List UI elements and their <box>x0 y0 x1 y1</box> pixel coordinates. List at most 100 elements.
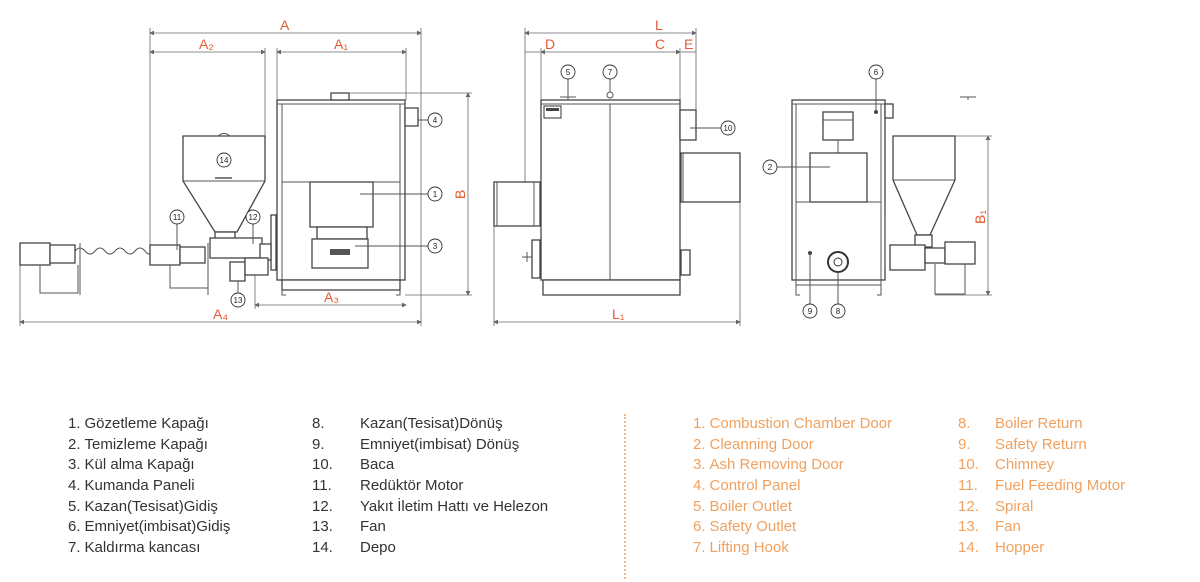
legend-item-label: Fan <box>995 518 1021 536</box>
reducer-motor <box>149 244 181 266</box>
callout-11: 11 <box>169 209 185 225</box>
right-pipe <box>680 152 741 203</box>
control-box <box>822 111 854 141</box>
legend-item-label: Kazan(Tesisat)Dönüş <box>360 415 503 432</box>
legend-item-number: 9. <box>312 435 325 453</box>
callout-8: 8 <box>830 303 846 319</box>
legend-item-number: 13. <box>958 518 979 536</box>
dimension-a4: A₄ <box>213 306 228 322</box>
callout-12: 12 <box>245 209 261 225</box>
legend-item-label: Kaldırma kancası <box>84 539 201 557</box>
callout-9: 9 <box>802 303 818 319</box>
legend-item-number: 13. <box>312 518 333 536</box>
legend-item-number: 3. <box>693 456 706 474</box>
legend-separator <box>624 414 626 579</box>
spiral-motor <box>19 242 51 266</box>
legend-item: 7.Kaldırma kancası <box>68 538 230 559</box>
svg-text:12: 12 <box>249 213 258 222</box>
cleaning-door <box>809 152 868 203</box>
legend-item-label: Control Panel <box>709 477 801 495</box>
svg-text:14: 14 <box>220 156 229 165</box>
legend-item: 3.Ash Removing Door <box>693 455 892 476</box>
legend-item-number: 14. <box>312 539 333 557</box>
dimension-a2: A₂ <box>199 36 214 52</box>
dimension-e: E <box>684 36 693 52</box>
callout-1: 1 <box>427 186 443 202</box>
legend-item-label: Ash Removing Door <box>709 456 844 474</box>
legend-item: 2.Temizleme Kapağı <box>68 435 230 456</box>
svg-text:13: 13 <box>234 296 243 305</box>
fan <box>229 261 246 282</box>
svg-text:1: 1 <box>433 190 438 199</box>
legend-item-number: 4. <box>68 477 81 495</box>
legend-item-number: 8. <box>312 415 325 432</box>
lifting-hook <box>330 92 350 101</box>
legend-item-number: 6. <box>68 518 81 536</box>
legend-item: 6.Safety Outlet <box>693 517 892 538</box>
legend-item-number: 1. <box>68 415 81 432</box>
callout-13: 13 <box>230 292 246 308</box>
legend-item-number: 12. <box>958 497 979 515</box>
dimension-l: L <box>655 17 663 33</box>
legend-item-label: Safety Outlet <box>709 518 797 536</box>
legend-item-label: Yakıt İletim Hattı ve Helezon <box>360 497 549 515</box>
svg-text:2: 2 <box>768 163 773 172</box>
callout-4: 4 <box>427 112 443 128</box>
fuel-auger <box>209 237 263 259</box>
dimension-d: D <box>545 36 555 52</box>
legend-item: 4.Kumanda Paneli <box>68 476 230 497</box>
callout-10: 10 <box>720 120 736 136</box>
svg-text:11: 11 <box>173 213 182 222</box>
dimension-b: B <box>452 190 468 199</box>
fan-rear <box>889 244 926 271</box>
legend-item-number: 3. <box>68 456 81 474</box>
side-view: A A₂ A₁ A₃ A₄ B <box>19 17 472 326</box>
legend-item-label: Emniyet(imbisat) Dönüş <box>360 435 520 453</box>
callout-5: 5 <box>560 64 576 80</box>
legend-item-label: Spiral <box>995 497 1034 515</box>
legend-item-label: Cleanning Door <box>709 435 814 453</box>
legend-item-number: 4. <box>693 477 706 495</box>
left-pipe <box>493 181 541 227</box>
legend-item-label: Baca <box>360 456 395 474</box>
legend-item: 5.Kazan(Tesisat)Gidiş <box>68 497 230 518</box>
svg-text:9: 9 <box>808 307 813 316</box>
legend-item: 2.Cleanning Door <box>693 435 892 456</box>
legend-item-label: Lifting Hook <box>709 539 789 557</box>
legend-item-number: 8. <box>958 415 971 432</box>
dimension-a3: A₃ <box>324 289 339 305</box>
svg-text:3: 3 <box>433 242 438 251</box>
svg-text:8: 8 <box>836 307 841 316</box>
legend-item: 3.Kül alma Kapağı <box>68 455 230 476</box>
dimension-l1: L₁ <box>612 306 625 322</box>
legend-item-number: 6. <box>693 518 706 536</box>
legend-item: 7.Lifting Hook <box>693 538 892 559</box>
legend-item-number: 7. <box>68 539 81 557</box>
rear-view: B₁ <box>791 96 992 296</box>
legend-item-number: 2. <box>68 435 81 453</box>
front-view: L D C E L₁ <box>493 17 741 326</box>
dimension-b1: B₁ <box>972 210 988 224</box>
legend-item-label: Fuel Feeding Motor <box>995 477 1126 495</box>
legend-item-number: 10. <box>312 456 333 474</box>
dimension-c: C <box>655 36 665 52</box>
callout-6: 6 <box>868 64 884 80</box>
legend-item-label: Hopper <box>995 539 1045 557</box>
legend-item-label: Redüktör Motor <box>360 477 464 495</box>
svg-text:10: 10 <box>724 124 733 133</box>
legend-item-label: Gözetleme Kapağı <box>84 415 209 432</box>
callout-7: 7 <box>602 64 618 80</box>
control-panel <box>404 107 419 127</box>
legend-item-label: Emniyet(imbisat)Gidiş <box>84 518 231 536</box>
legend-item: 1.Gözetleme Kapağı <box>68 414 230 435</box>
legend-item-number: 11. <box>958 477 978 495</box>
svg-text:5: 5 <box>566 68 571 77</box>
legend-item-number: 5. <box>693 497 706 515</box>
legend-item-label: Chimney <box>995 456 1055 474</box>
legend-item-label: Combustion Chamber Door <box>709 415 893 432</box>
legend-item-label: Kumanda Paneli <box>84 477 195 495</box>
legend-item-number: 11. <box>312 477 332 495</box>
legend-item: 1.Combustion Chamber Door <box>693 414 892 435</box>
legend-item-label: Boiler Outlet <box>709 497 793 515</box>
